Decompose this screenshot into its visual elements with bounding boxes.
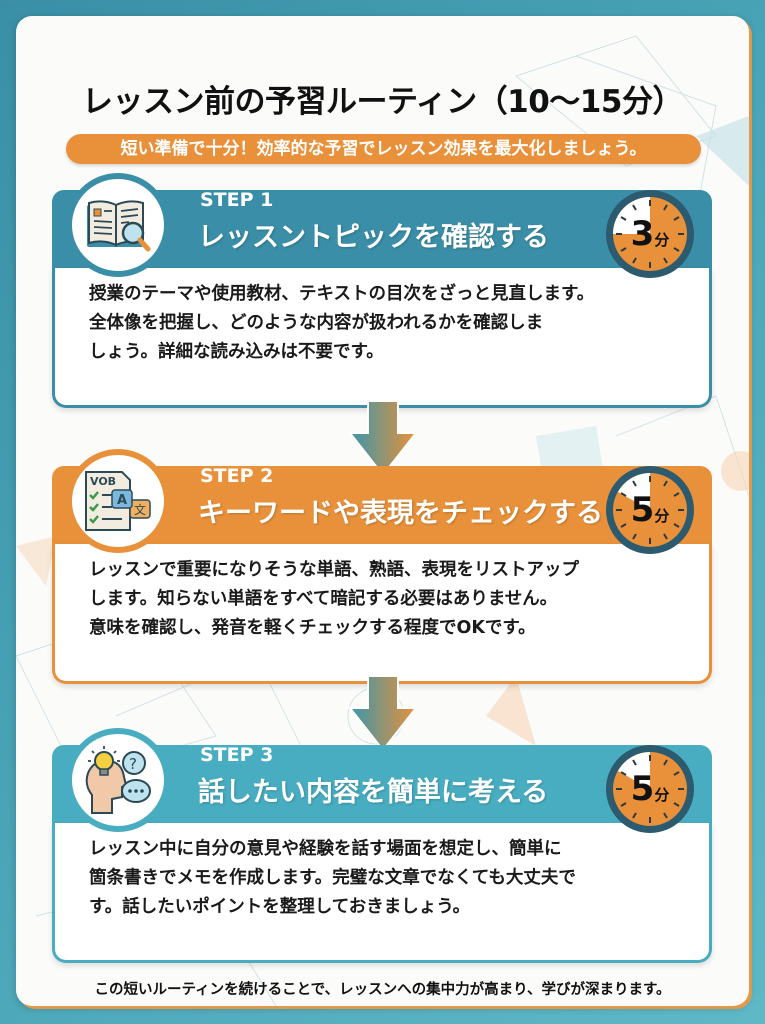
step-1-line-1: 授業のテーマや使用教材、テキストの目次をざっと見直します。: [89, 284, 595, 304]
step-1-line-3: しょう。詳細な読み込みは不要です。: [89, 342, 384, 362]
step-1-timer: 3 分: [602, 186, 698, 282]
step-1-title: レッスントピックを確認する: [198, 222, 549, 253]
step-3-line-3: す。話したいポイントを整理しておきましょう。: [89, 897, 471, 917]
step-3-label: STEP 3: [200, 744, 274, 766]
timer-clock-icon: [606, 190, 694, 278]
page-title: レッスン前の予習ルーティン（10〜15分）: [82, 84, 683, 120]
step-1-line-2: 全体像を把握し、どのような内容が扱われるかを確認しま: [89, 313, 544, 333]
step-1-icon-circle: [66, 173, 170, 277]
step-2-icon-circle: VOB 文 A: [66, 449, 170, 553]
svg-text:A: A: [117, 493, 127, 508]
step-2-title: キーワードや表現をチェックする: [198, 498, 603, 529]
step-2-timer: 5 分: [602, 462, 698, 558]
down-arrow-icon: [348, 676, 418, 752]
step-3-line-2: 箇条書きでメモを作成します。完璧な文章でなくても大丈夫で: [89, 868, 576, 888]
infographic-card: レッスン前の予習ルーティン（10〜15分） 短い準備で十分！効率的な予習でレッス…: [16, 16, 749, 1006]
step-1-label: STEP 1: [200, 189, 274, 211]
svg-text:文: 文: [134, 502, 146, 517]
step-3-timer-unit: 分: [654, 785, 670, 804]
step-1-timer-unit: 分: [654, 230, 670, 249]
svg-text:?: ?: [129, 755, 137, 773]
step-3-timer: 5 分: [602, 741, 698, 837]
step-3-body: レッスン中に自分の意見や経験を話す場面を想定し、簡単に 箇条書きでメモを作成しま…: [52, 823, 712, 963]
vocabulary-checklist-icon: VOB 文 A: [85, 471, 151, 531]
footer-note: この短いルーティンを続けることで、レッスンへの集中力が高まり、学びが深まります。: [94, 982, 671, 998]
step-1-timer-value: 3: [630, 214, 655, 254]
step-3-icon-circle: ?: [66, 728, 170, 832]
step-2-body: レッスンで重要になりそうな単語、熟語、表現をリストアップ します。知らない単語を…: [52, 544, 712, 684]
timer-clock-icon: [606, 745, 694, 833]
step-2-line-2: します。知らない単語をすべて暗記する必要はありません。: [89, 589, 558, 609]
down-arrow-icon: [348, 401, 418, 477]
subtitle-banner: 短い準備で十分！効率的な予習でレッスン効果を最大化しましょう。: [66, 134, 701, 164]
timer-clock-icon: [606, 466, 694, 554]
step-2-timer-unit: 分: [654, 506, 670, 525]
step-1: 授業のテーマや使用教材、テキストの目次をざっと見直します。 全体像を把握し、どの…: [52, 173, 712, 408]
step-2-line-3: 意味を確認し、発音を軽くチェックする程度でOKです。: [89, 618, 536, 638]
step-3: レッスン中に自分の意見や経験を話す場面を想定し、簡単に 箇条書きでメモを作成しま…: [52, 728, 712, 968]
step-2-timer-value: 5: [630, 490, 655, 530]
step-2-line-1: レッスンで重要になりそうな単語、熟語、表現をリストアップ: [89, 560, 579, 580]
svg-text:VOB: VOB: [90, 475, 116, 488]
step-3-title: 話したい内容を簡単に考える: [198, 777, 549, 808]
step-3-timer-value: 5: [630, 769, 655, 809]
step-3-line-1: レッスン中に自分の意見や経験を話す場面を想定し、簡単に: [89, 839, 562, 859]
lightbulb-head-speech-icon: ?: [85, 746, 151, 814]
step-2: レッスンで重要になりそうな単語、熟語、表現をリストアップ します。知らない単語を…: [52, 449, 712, 689]
book-magnifier-icon: [87, 200, 151, 252]
step-2-label: STEP 2: [200, 465, 274, 487]
step-1-body: 授業のテーマや使用教材、テキストの目次をざっと見直します。 全体像を把握し、どの…: [52, 268, 712, 408]
